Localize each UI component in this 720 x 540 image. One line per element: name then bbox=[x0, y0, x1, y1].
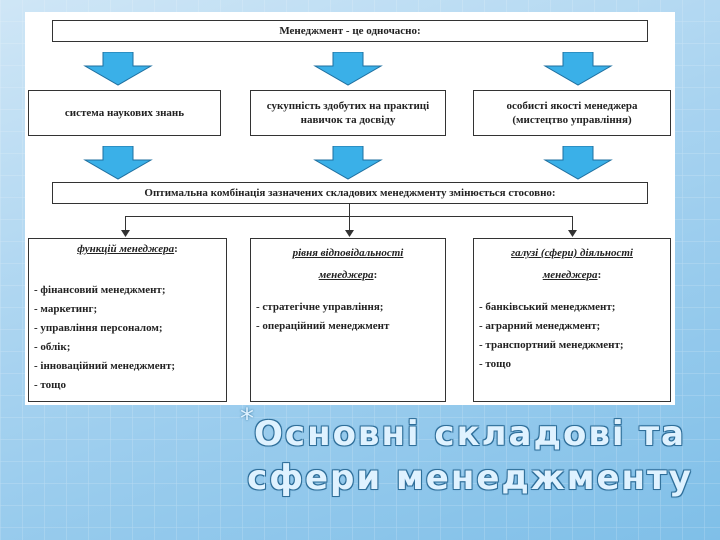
small-arrow-down-icon bbox=[345, 204, 354, 237]
responsibility-list: - стратегічне управління; - операційний … bbox=[256, 298, 389, 336]
diagram-panel: Менеджмент - це одночасно: система науко… bbox=[25, 12, 675, 405]
slide-title: Основні складові та сфери менеджменту bbox=[247, 414, 693, 498]
responsibility-box: рівня відповідальності менеджера: - стра… bbox=[250, 238, 446, 402]
list-item: - аграрний менеджмент; bbox=[479, 320, 601, 332]
top-box-text: Менеджмент - це одночасно: bbox=[279, 25, 421, 37]
list-item: - управління персоналом; bbox=[34, 322, 163, 334]
arrow-down-icon bbox=[543, 52, 613, 86]
list-item: - облік; bbox=[34, 341, 71, 353]
bullet-star-icon: * bbox=[240, 402, 254, 435]
list-item: - фінансовий менеджмент; bbox=[34, 284, 166, 296]
functions-list: - фінансовий менеджмент; - маркетинг; - … bbox=[34, 281, 175, 395]
list-item: - операційний менеджмент bbox=[256, 320, 390, 332]
industry-box: галузі (сфери) діяльності менеджера: - б… bbox=[473, 238, 671, 402]
small-arrow-down-icon bbox=[568, 216, 577, 237]
arrow-down-icon bbox=[83, 146, 153, 180]
functions-heading: функцій менеджера: bbox=[77, 243, 178, 255]
qualities-box: особисті якості менеджера (мистецтво упр… bbox=[473, 90, 671, 136]
arrow-down-icon bbox=[313, 52, 383, 86]
list-item: - тощо bbox=[34, 379, 66, 391]
responsibility-heading: рівня відповідальності менеджера: bbox=[292, 247, 404, 281]
arrow-down-icon bbox=[313, 146, 383, 180]
list-item: - маркетинг; bbox=[34, 303, 98, 315]
list-item: - банківський менеджмент; bbox=[479, 301, 616, 313]
industry-list: - банківський менеджмент; - аграрний мен… bbox=[479, 298, 624, 374]
skills-box: сукупність здобутих на практиці навичок … bbox=[250, 90, 446, 136]
middle-box: Оптимальна комбінація зазначених складов… bbox=[52, 182, 648, 204]
arrow-down-icon bbox=[543, 146, 613, 180]
functions-box: функцій менеджера: - фінансовий менеджме… bbox=[28, 238, 227, 402]
knowledge-box: система наукових знань bbox=[28, 90, 221, 136]
list-item: - стратегічне управління; bbox=[256, 301, 384, 313]
qualities-text: особисті якості менеджера (мистецтво упр… bbox=[506, 100, 638, 126]
top-box: Менеджмент - це одночасно: bbox=[52, 20, 648, 42]
list-item: - тощо bbox=[479, 358, 511, 370]
knowledge-text: система наукових знань bbox=[64, 107, 185, 119]
industry-heading: галузі (сфери) діяльності менеджера: bbox=[511, 247, 633, 281]
list-item: - транспортний менеджмент; bbox=[479, 339, 624, 351]
skills-text: сукупність здобутих на практиці навичок … bbox=[266, 100, 430, 126]
list-item: - інноваційний менеджмент; bbox=[34, 360, 176, 372]
small-arrow-down-icon bbox=[121, 216, 130, 237]
middle-box-text: Оптимальна комбінація зазначених складов… bbox=[144, 187, 556, 199]
arrow-down-icon bbox=[83, 52, 153, 86]
